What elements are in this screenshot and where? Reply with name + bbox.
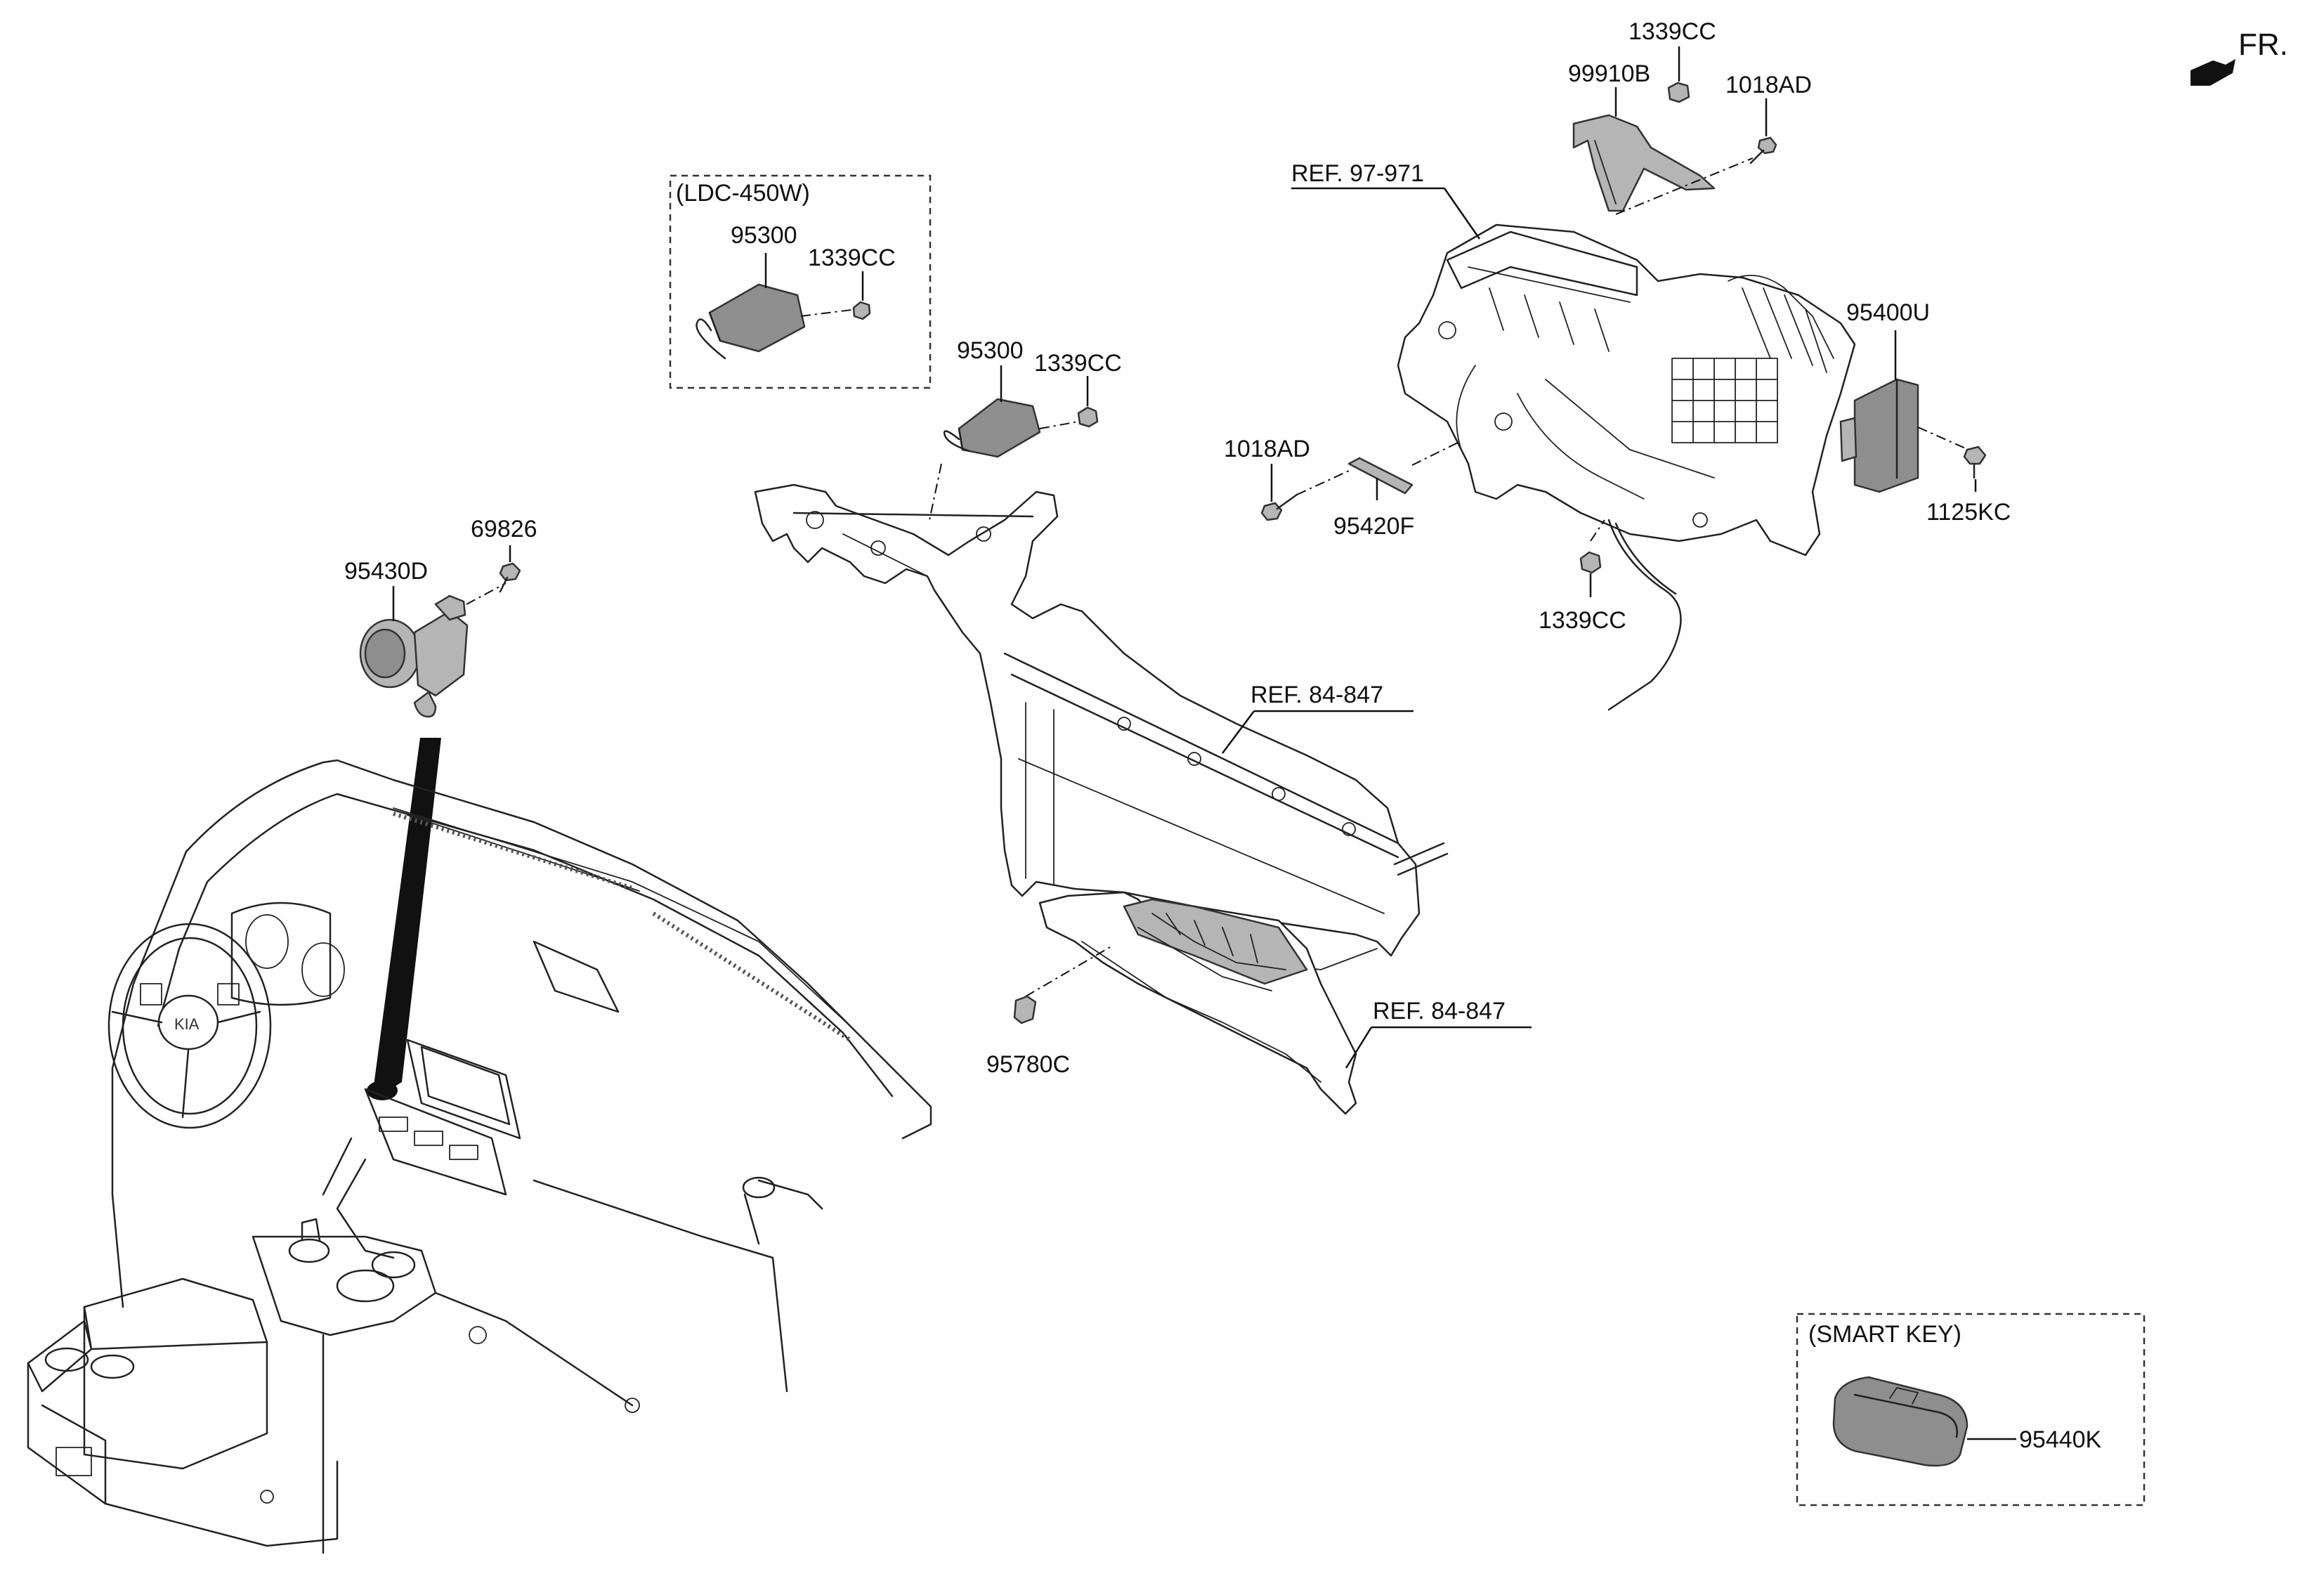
callout-1339cc-mid: 1339CC <box>1034 350 1122 377</box>
callout-95440k: 95440K <box>2019 1426 2102 1453</box>
bracket-99910b <box>1572 114 1716 212</box>
screw-1018ad-left <box>1260 493 1298 521</box>
svg-text:KIA: KIA <box>174 1015 200 1033</box>
leader-ref-84-847-lower <box>1345 1027 1373 1069</box>
smart-key-fob <box>1832 1376 1969 1467</box>
cowl-crossmember <box>754 483 1449 970</box>
dash-95780c <box>1025 946 1111 997</box>
nut-1339cc-top <box>1667 82 1690 103</box>
smart-key-group-box <box>1796 1313 2146 1506</box>
callout-1125kc: 1125KC <box>1926 499 2011 526</box>
leader-ref-84-847-upper <box>1222 710 1255 754</box>
callout-95430d: 95430D <box>344 558 428 585</box>
sensor-95430d <box>359 594 469 718</box>
callout-1018ad-top: 1018AD <box>1725 72 1812 98</box>
location-indicator-band <box>374 738 441 1096</box>
screw-69826 <box>499 562 521 593</box>
screw-1018ad-top <box>1749 136 1777 164</box>
dash-99910b <box>1615 157 1754 215</box>
smart-key-group-title: (SMART KEY) <box>1808 1321 1961 1348</box>
nut-1339cc-mid <box>1077 406 1099 428</box>
callout-69826: 69826 <box>471 516 537 542</box>
ldc-group-title: (LDC-450W) <box>676 180 810 207</box>
wireless-charger-module-ldc <box>696 283 806 360</box>
bolt-1125kc <box>1963 445 1987 479</box>
sensor-95780c <box>1013 995 1037 1024</box>
callout-ref-84-847-lower: REF. 84-847 <box>1373 998 1506 1024</box>
callout-ref-84-847-upper: REF. 84-847 <box>1251 682 1383 708</box>
callout-ref-97-971: REF. 97-971 <box>1291 160 1424 187</box>
dash-95300-mid <box>1039 421 1079 429</box>
location-indicator-dot <box>367 1081 398 1100</box>
callout-1018ad-left: 1018AD <box>1224 436 1310 462</box>
callout-1339cc-bottom: 1339CC <box>1539 607 1626 634</box>
nut-1339cc-box <box>852 301 871 320</box>
nut-1339cc-bottom <box>1579 551 1602 574</box>
callout-95400u: 95400U <box>1846 299 1930 326</box>
wireless-charger-module <box>943 398 1041 458</box>
callout-95420f: 95420F <box>1333 513 1414 540</box>
callout-95780c: 95780C <box>986 1051 1070 1078</box>
callout-1339cc-box: 1339CC <box>808 245 896 271</box>
leader-ref-97-971 <box>1443 188 1481 240</box>
callout-99910b: 99910B <box>1568 60 1650 87</box>
dash-95400u <box>1917 427 1969 450</box>
front-direction-arrow <box>2191 59 2235 86</box>
sensor-95420f <box>1347 457 1414 495</box>
front-direction-label: FR. <box>2238 27 2288 62</box>
lower-crash-pad-bracket <box>1038 891 1357 1115</box>
dashboard-illustration: KIA <box>27 759 932 1554</box>
callout-1339cc-top: 1339CC <box>1628 18 1716 45</box>
dash-95420f <box>1411 442 1458 466</box>
dash-1018ad-left <box>1296 470 1350 495</box>
ldc-group-box <box>669 174 932 389</box>
hvac-module <box>1397 223 1856 711</box>
dash-95300-box <box>800 308 858 317</box>
dash-69826 <box>466 583 507 605</box>
callout-95300-box: 95300 <box>731 222 797 249</box>
callout-95300-mid: 95300 <box>957 337 1024 364</box>
control-module-95400u <box>1839 378 1919 493</box>
dash-1339cc-bottom <box>1590 519 1605 542</box>
